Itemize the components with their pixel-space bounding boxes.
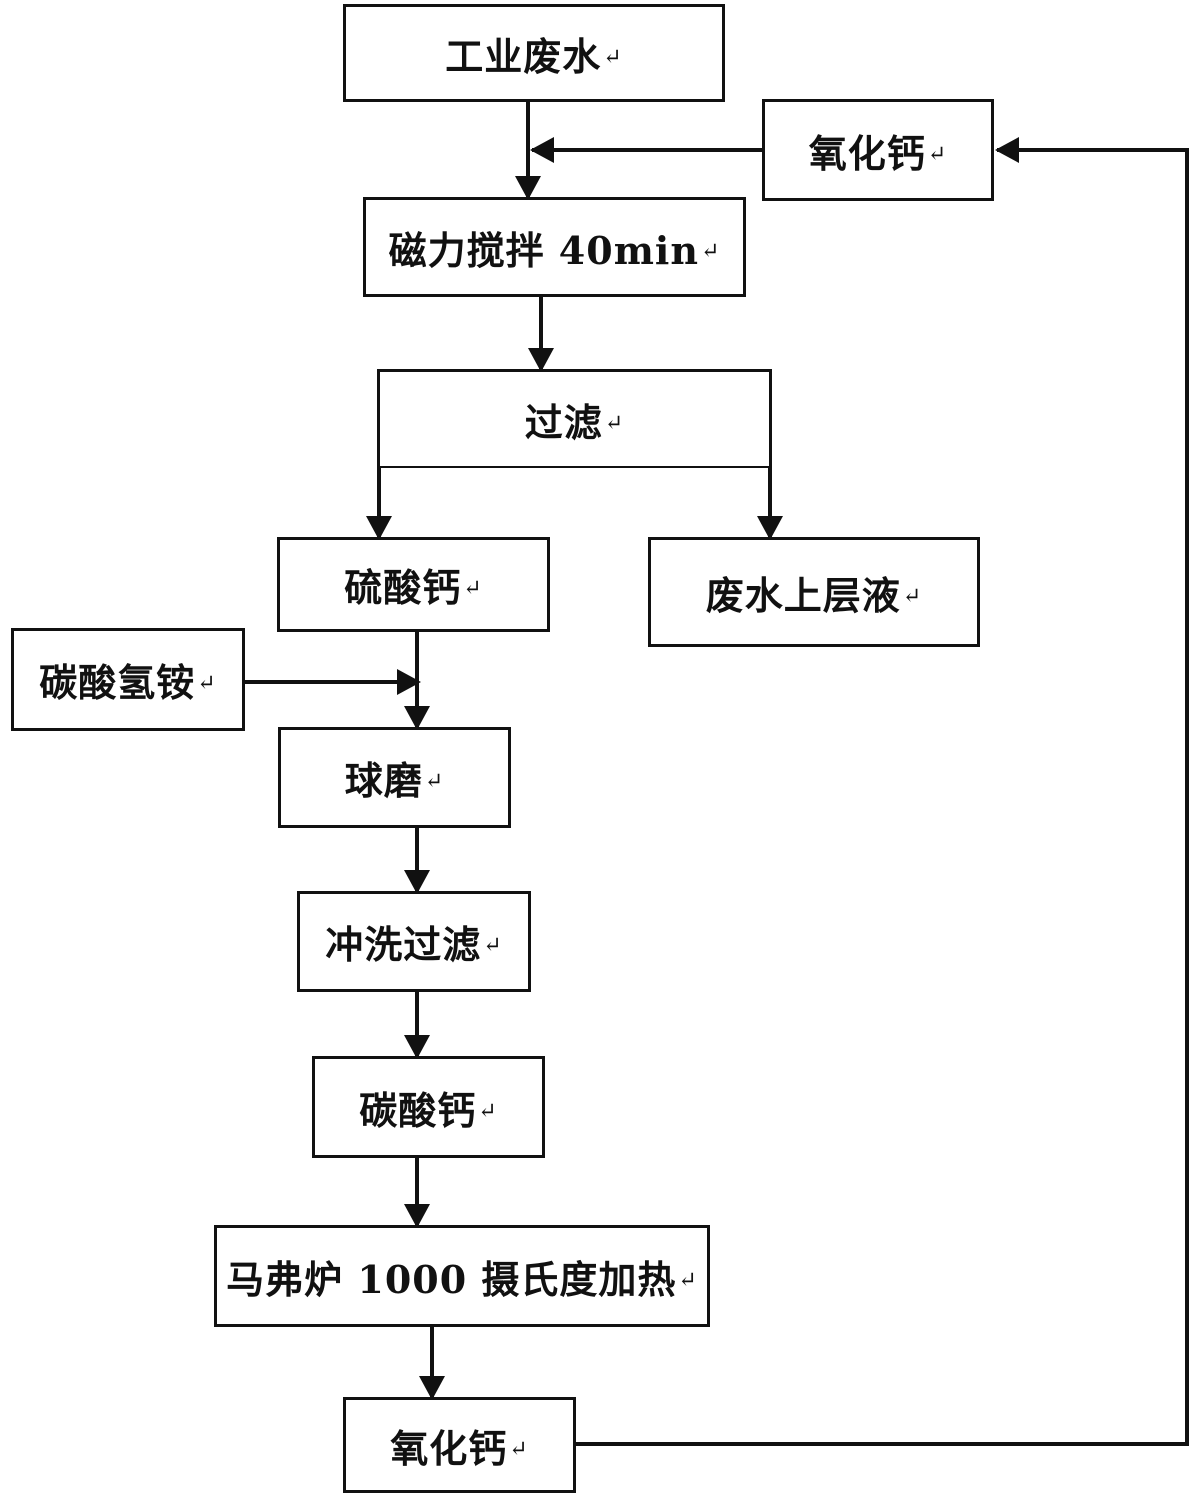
node-calcium-oxide-input: 氧化钙↵ xyxy=(762,99,994,201)
node-label: 磁力搅拌 40min xyxy=(388,227,699,273)
node-label: 碳酸钙 xyxy=(359,1087,477,1133)
node-ball-milling: 球磨↵ xyxy=(278,727,511,828)
arrow-recycle-loop xyxy=(575,137,1189,1446)
node-wastewater-supernatant: 废水上层液↵ xyxy=(648,537,980,647)
paragraph-mark: ↵ xyxy=(463,576,483,601)
node-calcium-carbonate: 碳酸钙↵ xyxy=(312,1056,545,1158)
node-label: 球磨 xyxy=(344,758,423,803)
node-industrial-wastewater: 工业废水↵ xyxy=(343,4,725,102)
node-label: 过滤 xyxy=(524,399,603,445)
node-label: 碳酸氢铵 xyxy=(39,660,196,705)
node-magnetic-stirring: 磁力搅拌 40min↵ xyxy=(363,197,746,297)
paragraph-mark: ↵ xyxy=(700,238,721,264)
node-label: 氧化钙 xyxy=(808,130,926,176)
node-calcium-sulfate: 硫酸钙↵ xyxy=(277,537,550,632)
node-label: 硫酸钙 xyxy=(344,565,462,610)
paragraph-mark: ↵ xyxy=(927,141,948,167)
node-label: 工业废水 xyxy=(445,33,602,79)
paragraph-mark: ↵ xyxy=(509,1436,529,1462)
paragraph-mark: ↵ xyxy=(678,1267,698,1293)
paragraph-mark: ↵ xyxy=(424,769,445,794)
paragraph-mark: ↵ xyxy=(603,44,623,70)
paragraph-mark: ↵ xyxy=(902,583,923,609)
paragraph-mark: ↵ xyxy=(604,410,625,436)
node-label: 废水上层液 xyxy=(705,572,901,618)
node-rinse-filtration: 冲洗过滤↵ xyxy=(297,891,531,992)
node-label: 马弗炉 1000 摄氏度加热 xyxy=(226,1256,677,1302)
node-label: 冲洗过滤 xyxy=(325,922,482,967)
node-muffle-furnace-heating: 马弗炉 1000 摄氏度加热↵ xyxy=(214,1225,710,1327)
node-ammonium-bicarbonate: 碳酸氢铵↵ xyxy=(11,628,245,731)
node-calcium-oxide-output: 氧化钙↵ xyxy=(343,1397,576,1493)
paragraph-mark: ↵ xyxy=(197,671,217,696)
paragraph-mark: ↵ xyxy=(478,1098,498,1124)
paragraph-mark: ↵ xyxy=(483,933,503,958)
node-label: 氧化钙 xyxy=(390,1425,508,1471)
node-filtration: 过滤↵ xyxy=(377,369,772,466)
